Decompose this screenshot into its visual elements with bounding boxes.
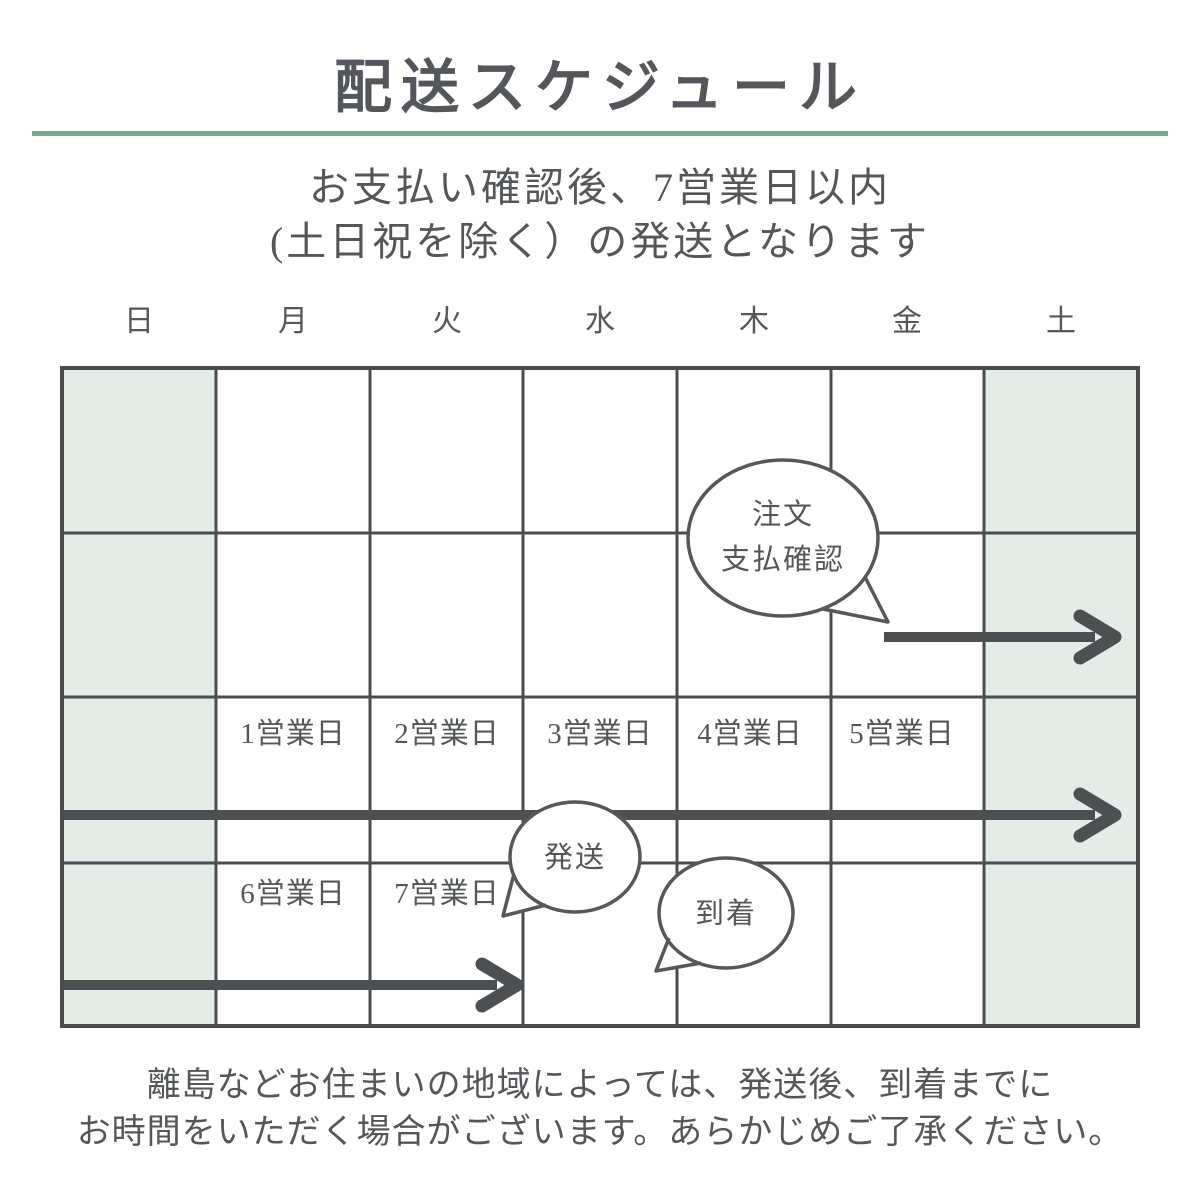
day-header-sun: 日 xyxy=(124,305,154,338)
calendar-grid-border xyxy=(60,366,1140,1028)
bubble-order-line1: 注文 xyxy=(752,498,814,531)
title-underline xyxy=(32,131,1168,136)
subtitle: お支払い確認後、7営業日以内 (土日祝を除く）の発送となります xyxy=(0,161,1200,269)
cell-label-day5: 5営業日 xyxy=(849,717,955,750)
page-title: 配送スケジュール xyxy=(334,55,866,120)
bubble-shipping: 発送 xyxy=(501,800,642,918)
day-header-thu: 木 xyxy=(739,305,769,338)
cell-label-day3: 3営業日 xyxy=(547,717,653,750)
footer-note-line-1: 離島などお住まいの地域によっては、発送後、到着までに xyxy=(146,1067,1054,1104)
arrow-order-week1 xyxy=(884,609,1122,665)
footer-note: 離島などお住まいの地域によっては、発送後、到着までに お時間をいただく場合がござ… xyxy=(0,1062,1200,1156)
cell-label-day6: 6営業日 xyxy=(240,877,346,910)
cell-label-day1: 1営業日 xyxy=(240,717,346,750)
cell-label-day7: 7営業日 xyxy=(394,877,500,910)
day-header-tue: 火 xyxy=(432,305,462,338)
bubble-shipping-label: 発送 xyxy=(544,841,606,874)
bubble-arrival-label: 到着 xyxy=(695,897,757,930)
calendar-grid-lines xyxy=(60,366,1140,1028)
footer-note-line-2: お時間をいただく場合がございます。あらかじめご了承ください。 xyxy=(76,1114,1124,1151)
subtitle-line-1: お支払い確認後、7営業日以内 xyxy=(309,165,891,210)
cell-label-day4: 4営業日 xyxy=(697,717,803,750)
bubble-order-line2: 支払確認 xyxy=(721,543,845,576)
arrow-shipping-week3 xyxy=(62,957,524,1013)
subtitle-line-2: (土日祝を除く）の発送となります xyxy=(269,219,931,264)
day-header-fri: 金 xyxy=(892,305,922,338)
day-header-wed: 水 xyxy=(585,305,615,338)
day-header-row: 日 月 火 水 木 金 土 xyxy=(124,305,1076,338)
day-header-mon: 月 xyxy=(278,305,308,338)
day-header-sat: 土 xyxy=(1046,305,1076,338)
cell-label-day2: 2営業日 xyxy=(394,717,500,750)
bubble-arrival: 到着 xyxy=(654,856,795,973)
business-day-labels: 1営業日 2営業日 3営業日 4営業日 5営業日 6営業日 7営業日 xyxy=(240,717,955,910)
bubble-order-payment: 注文 支払確認 xyxy=(686,458,890,624)
